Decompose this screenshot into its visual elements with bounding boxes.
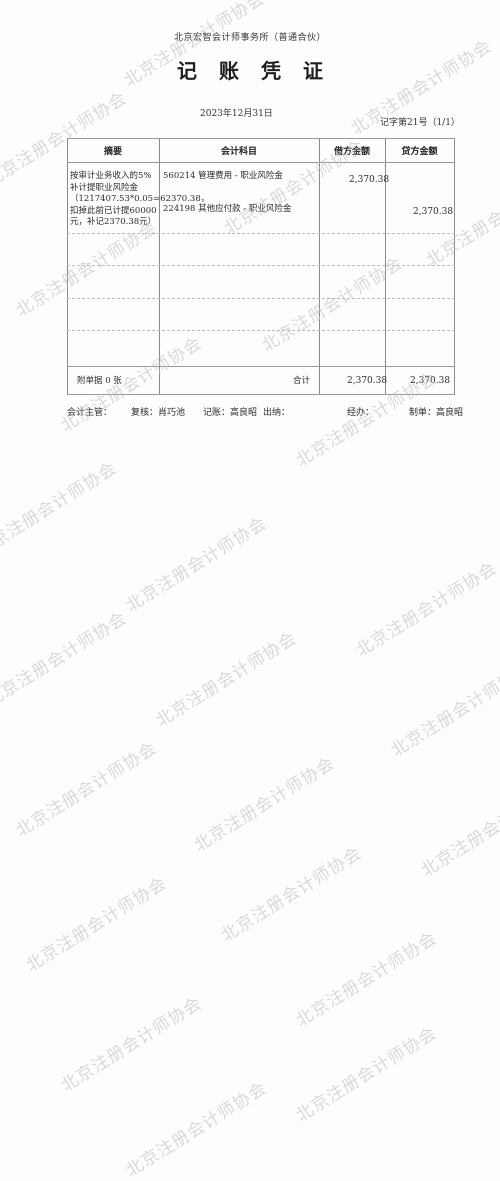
table-border-right (454, 138, 455, 395)
total-debit: 2,370.38 (347, 376, 388, 386)
watermark: 北京注册会计师协会 (122, 513, 271, 617)
watermark: 北京注册会计师协会 (292, 928, 441, 1032)
entry-debit: 2,370.38 (349, 175, 390, 185)
column-divider (159, 138, 160, 395)
voucher-table: 摘要 会计科目 借方金额 贷方金额 按审计业务收入的5%补计提职业风险金（121… (67, 138, 455, 395)
watermark: 北京注册会计师协会 (217, 843, 366, 947)
col-credit-header: 贷方金额 (401, 147, 438, 157)
watermark: 北京注册会计师协会 (417, 778, 500, 882)
col-debit-header: 借方金额 (333, 147, 370, 157)
firm-name: 北京宏智会计师事务所（普通合伙） (173, 33, 326, 43)
summary-text: 按审计业务收入的5%补计提职业风险金（1217407.53*0.05=62370… (70, 171, 210, 227)
table-border-top (67, 138, 455, 139)
cashier-label: 出纳： (263, 408, 291, 418)
col-summary-header: 摘要 (103, 147, 122, 157)
watermark: 北京注册会计师协会 (122, 1078, 271, 1181)
bookkeeper-label: 记账：高良昭 (203, 408, 258, 418)
row-divider (67, 233, 455, 234)
entry-credit: 2,370.38 (413, 207, 454, 217)
reviewer-label: 复核：肖巧池 (131, 408, 186, 418)
watermark: 北京注册会计师协会 (152, 628, 301, 732)
preparer-label: 制单：高良昭 (409, 408, 464, 418)
col-account-header: 会计科目 (220, 147, 257, 157)
watermark: 北京注册会计师协会 (292, 1023, 441, 1127)
row-divider (67, 330, 455, 331)
total-label: 合计 (293, 376, 311, 386)
column-divider (385, 138, 386, 395)
watermark: 北京注册会计师协会 (22, 873, 171, 977)
signature-row: 会计主管： 复核：肖巧池 记账：高良昭 出纳： 经办： 制单：高良昭 (67, 405, 487, 419)
entry-account: 560214 管理费用 - 职业风险金 (163, 171, 283, 181)
watermark: 北京注册会计师协会 (12, 738, 161, 842)
voucher-number: 记字第21号（1/1） (380, 118, 460, 128)
supervisor-label: 会计主管： (67, 408, 113, 418)
watermark: 北京注册会计师协会 (190, 753, 339, 857)
table-border-left (67, 138, 68, 395)
header-divider (67, 162, 455, 163)
handler-label: 经办： (347, 408, 375, 418)
attachments-count: 附单据 0 张 (77, 376, 122, 386)
row-divider (67, 265, 455, 266)
voucher-title: 记账凭证 (177, 59, 345, 83)
watermark: 北京注册会计师协会 (0, 458, 121, 562)
table-border-bottom (67, 394, 455, 395)
total-credit: 2,370.38 (410, 376, 451, 386)
total-divider (67, 366, 455, 367)
watermark: 北京注册会计师协会 (352, 558, 500, 662)
voucher-date: 2023年12月31日 (200, 109, 273, 119)
row-divider (67, 298, 455, 299)
watermark: 北京注册会计师协会 (0, 608, 131, 712)
watermark: 北京注册会计师协会 (387, 658, 500, 762)
column-divider (319, 138, 320, 395)
watermark: 北京注册会计师协会 (57, 993, 206, 1097)
entry-account: 224198 其他应付款 - 职业风险金 (163, 204, 292, 214)
